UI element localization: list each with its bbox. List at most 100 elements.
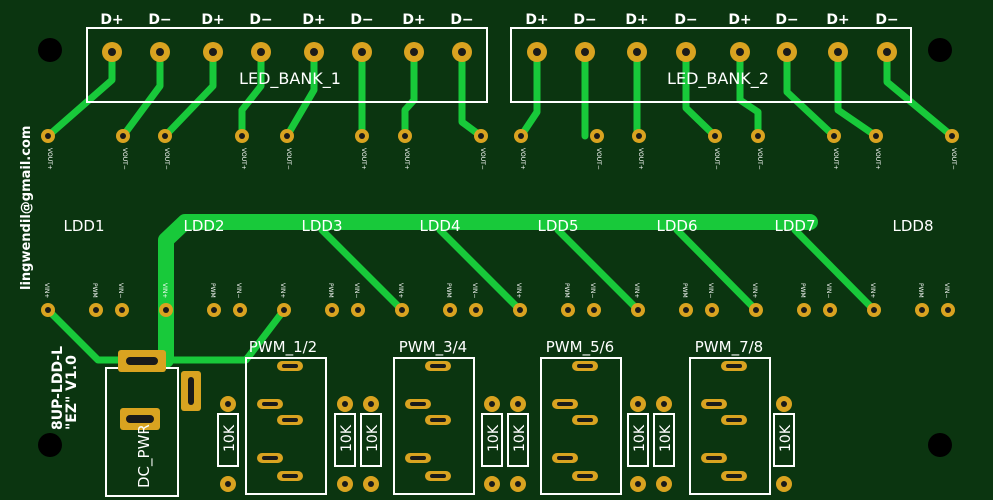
bank-pad-hole [209, 48, 217, 56]
vout-pad-hole [120, 133, 126, 139]
pwm-header-pad-hole [557, 456, 573, 460]
bank-pin-label: D+ [402, 12, 425, 28]
driver-label: LDD3 [301, 217, 342, 235]
resistor-body [627, 413, 649, 467]
pwm-header-pad-hole [706, 456, 722, 460]
driver-pin-label: VIN− [589, 283, 596, 298]
pwm-header-pad-hole [577, 418, 593, 422]
vout-label: VOUT− [950, 148, 957, 170]
resistor-pad-hole [225, 401, 231, 407]
resistor-pad-hole [342, 401, 348, 407]
resistor-label: 10K [486, 424, 502, 452]
resistor-pad-hole [515, 401, 521, 407]
copper-trace [238, 48, 265, 140]
bank-2-pin-labels: D+ D− D+ D− D+ D− D+ D− [525, 12, 898, 28]
pwm-header-pad-hole [557, 402, 573, 406]
driver-pin-pad-hole [45, 307, 51, 313]
bank-pin-label: D+ [826, 12, 849, 28]
pwm-header-label: PWM_1/2 [249, 338, 317, 357]
driver-label: LDD8 [892, 217, 933, 235]
vout-pad-hole [402, 133, 408, 139]
driver-pin-label: VIN− [117, 283, 124, 298]
copper-trace [318, 226, 406, 314]
vout-label: VOUT− [756, 148, 763, 170]
email-text: lingwendil@gmail.com [19, 126, 34, 290]
bank-pad-hole [358, 48, 366, 56]
driver-pin-label: VIN− [235, 283, 242, 298]
pwm-header-label: PWM_3/4 [399, 338, 467, 357]
copper-trace [401, 48, 418, 140]
bank-pin-label: D+ [525, 12, 548, 28]
bank-pad-hole [682, 48, 690, 56]
pwm-header-pad-hole [706, 402, 722, 406]
copper-trace [834, 48, 880, 140]
driver-pin-label: PWM [563, 283, 570, 298]
bank-pin-label: D+ [728, 12, 751, 28]
pwm-headers: PWM_1/2 PWM_3/4 PWM_5/6 PWM_7/8 [245, 338, 771, 495]
board-title-line2: "EZ" V1.0 [64, 355, 80, 430]
bank-pad-hole [410, 48, 418, 56]
resistor-body [773, 413, 795, 467]
bank-pin-label: D− [450, 12, 473, 28]
copper-trace [436, 226, 524, 314]
copper-trace [458, 48, 485, 140]
copper-trace [44, 306, 122, 364]
bank-pad-hole [834, 48, 842, 56]
driver-label: LDD1 [63, 217, 104, 235]
dc-power-connector: DC_PWR [105, 350, 201, 497]
pwm-header-pad-hole [410, 402, 426, 406]
dc-power-slot-side [188, 377, 194, 405]
driver-pin-label: VIN+ [751, 283, 758, 298]
driver-pin-pad-hole [753, 307, 759, 313]
driver-pin-label: VIN− [943, 283, 950, 298]
vout-pad-hole [45, 133, 51, 139]
vout-pad-hole [873, 133, 879, 139]
vout-label: VOUT− [121, 148, 128, 170]
driver-pin-pad-hole [211, 307, 217, 313]
driver-pin-pad-hole [683, 307, 689, 313]
vout-label: VOUT+ [637, 148, 644, 170]
bank-pin-label: D− [573, 12, 596, 28]
vout-labels: VOUT+ VOUT− VOUT− VOUT+ VOUT− VOUT+ VOUT… [46, 148, 957, 170]
vout-label: VOUT+ [403, 148, 410, 170]
vout-pad-hole [949, 133, 955, 139]
pwm-header-outline [393, 357, 475, 495]
bank-pad-hole [633, 48, 641, 56]
bank-pin-label: D− [775, 12, 798, 28]
resistor-body [217, 413, 239, 467]
pwm-header-pad-hole [726, 474, 742, 478]
resistor-body [653, 413, 675, 467]
driver-pin-label: VIN+ [633, 283, 640, 298]
bank-pin-label: D+ [201, 12, 224, 28]
mounting-hole-bottom-left [38, 433, 62, 457]
driver-pin-pad-hole [119, 307, 125, 313]
pwm-header-pad-hole [410, 456, 426, 460]
resistor-pad-hole [661, 481, 667, 487]
copper-trace [119, 48, 164, 140]
vout-label: VOUT+ [519, 148, 526, 170]
bank-pad-hole [581, 48, 589, 56]
vout-label: VOUT+ [832, 148, 839, 170]
driver-pin-label: VIN+ [515, 283, 522, 298]
vout-pad-hole [239, 133, 245, 139]
driver-pin-pad-hole [447, 307, 453, 313]
resistor-label: 10K [778, 424, 794, 452]
driver-label: LDD4 [419, 217, 460, 235]
driver-pin-pad-hole [565, 307, 571, 313]
vout-label: VOUT− [713, 148, 720, 170]
resistor-body [360, 413, 382, 467]
vout-pad-hole [831, 133, 837, 139]
bank-pad-hole [310, 48, 318, 56]
driver-pin-pad-hole [329, 307, 335, 313]
driver-pin-label: VIN+ [43, 283, 50, 298]
pwm-header-pad-hole [262, 402, 278, 406]
driver-pin-label: VIN− [353, 283, 360, 298]
driver-pin-label: PWM [917, 283, 924, 298]
resistor-pad-hole [781, 401, 787, 407]
pwm-header-outline [540, 357, 622, 495]
vout-label: VOUT+ [874, 148, 881, 170]
dc-power-label: DC_PWR [135, 424, 154, 488]
driver-pin-label: PWM [209, 283, 216, 298]
vout-pad-hole [755, 133, 761, 139]
dc-power-slot-mid [126, 415, 154, 423]
